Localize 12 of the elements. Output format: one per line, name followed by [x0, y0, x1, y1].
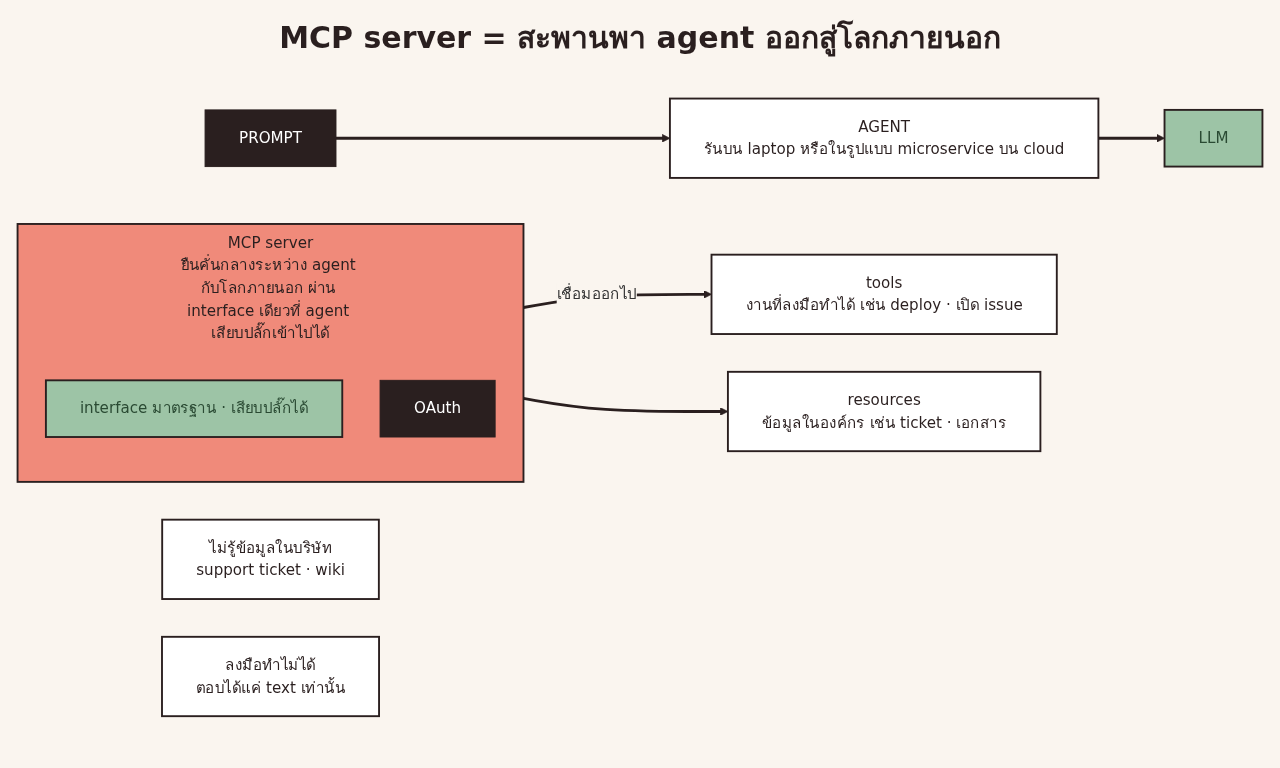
node-box: PROMPT — [204, 109, 337, 167]
node-box: interface มาตรฐาน · เสียบปลั๊กได้ — [44, 379, 344, 438]
node-box: LLM — [1163, 108, 1264, 168]
node-box: ลงมือทำไม่ได้ ตอบได้แค่ text เท่านั้น — [161, 635, 380, 717]
node-box: OAuth — [379, 379, 496, 438]
arrow — [1098, 133, 1165, 142]
node-box: resources ข้อมูลในองค์กร เช่น ticket · เอกสาร — [726, 370, 1042, 452]
diagram-title: MCP server = สะพานพา agent ออกสู่โลกภายนอก — [278, 19, 1002, 59]
node-box: ไม่รู้ข้อมูลในบริษัท support ticket · wiki — [161, 518, 380, 600]
node-box: tools งานที่ลงมือทำได้ เช่น deploy · เปิด issue — [710, 253, 1058, 335]
edge-label: เชื่อมออกไป — [556, 284, 637, 303]
node-box: AGENT รันบน laptop หรือในรูปแบบ microservice บน cloud — [668, 97, 1100, 179]
